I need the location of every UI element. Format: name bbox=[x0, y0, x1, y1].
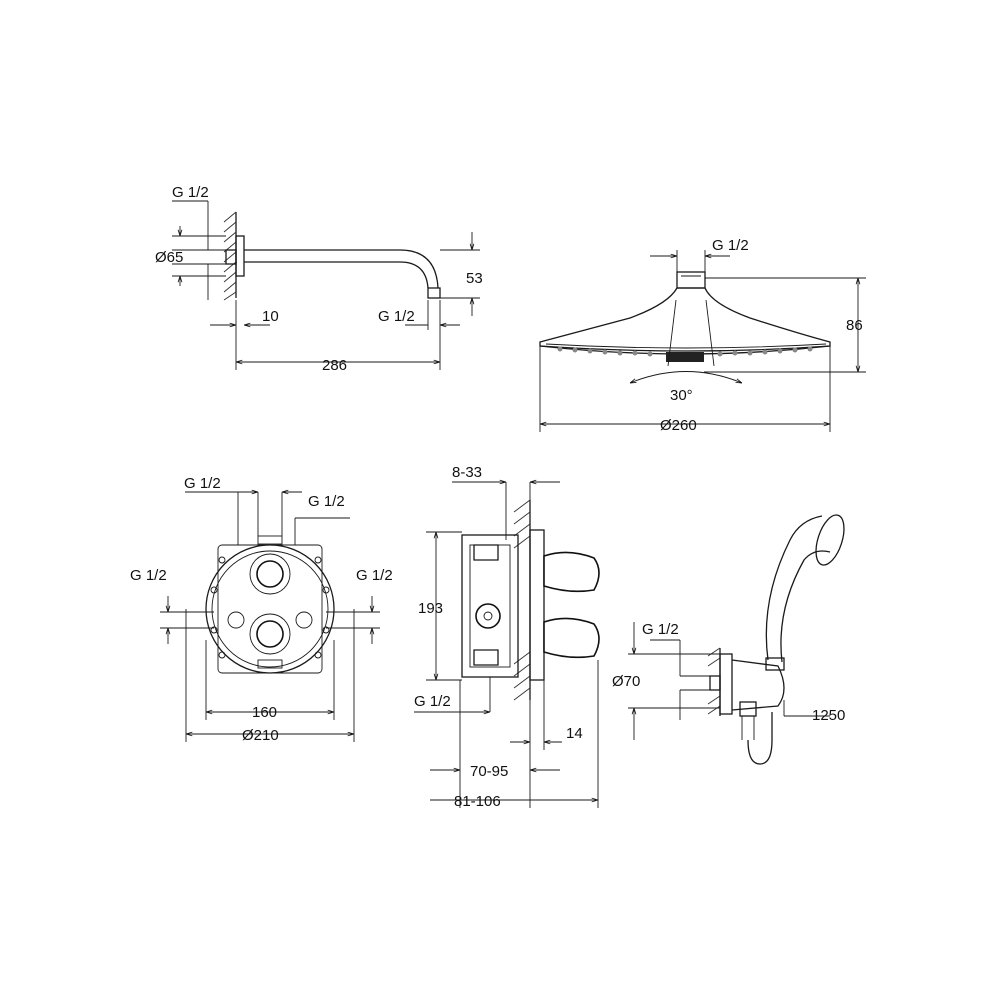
arm-drop-label: 53 bbox=[466, 270, 483, 287]
shower-arm-view bbox=[172, 200, 480, 370]
body-total-range-label: 81-106 bbox=[454, 793, 501, 810]
head-shower-view bbox=[539, 250, 866, 432]
body-offset-label: 14 bbox=[566, 725, 583, 742]
body-thread-bottom-label: G 1/2 bbox=[414, 693, 451, 710]
plate-thread-top-right-label: G 1/2 bbox=[308, 493, 345, 510]
body-install-range-label: 70-95 bbox=[470, 763, 508, 780]
head-thread-label: G 1/2 bbox=[712, 237, 749, 254]
head-angle-label: 30° bbox=[670, 387, 693, 404]
plate-diameter-label: Ø210 bbox=[242, 727, 279, 744]
plate-thread-right-label: G 1/2 bbox=[356, 567, 393, 584]
valve-body-side-view bbox=[414, 482, 600, 808]
handshower-thread-label: G 1/2 bbox=[642, 621, 679, 638]
head-height-label: 86 bbox=[846, 317, 863, 334]
body-depth-range-label: 8-33 bbox=[452, 464, 482, 481]
body-height-label: 193 bbox=[418, 600, 443, 617]
arm-thread-end-label: G 1/2 bbox=[378, 308, 415, 325]
front-plate-view bbox=[160, 492, 380, 742]
arm-flange-diameter-label: Ø65 bbox=[155, 249, 183, 266]
handshower-outlet-diameter-label: Ø70 bbox=[612, 673, 640, 690]
arm-wall-offset-label: 10 bbox=[262, 308, 279, 325]
plate-thread-left-label: G 1/2 bbox=[130, 567, 167, 584]
hand-shower-view bbox=[628, 514, 845, 765]
head-diameter-label: Ø260 bbox=[660, 417, 697, 434]
plate-thread-top-left-label: G 1/2 bbox=[184, 475, 221, 492]
arm-thread-top-label: G 1/2 bbox=[172, 184, 209, 201]
plate-width-label: 160 bbox=[252, 704, 277, 721]
handshower-hose-length-label: 1250 bbox=[812, 707, 845, 724]
arm-length-label: 286 bbox=[322, 357, 347, 374]
